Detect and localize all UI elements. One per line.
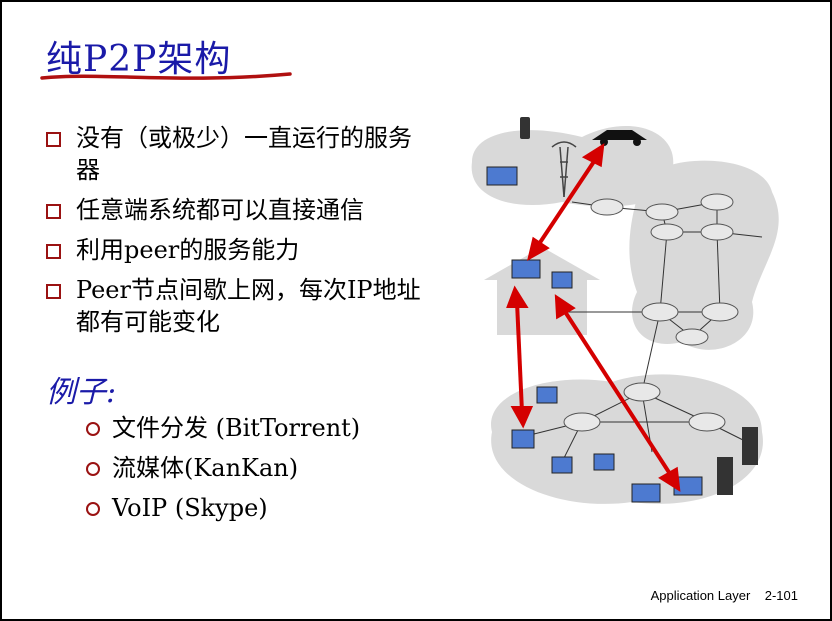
bullet-box-icon <box>46 284 61 299</box>
bullet-text: 利用peer的服务能力 <box>76 236 300 264</box>
example-item: 流媒体(KanKan) <box>86 452 360 492</box>
isp-cloud <box>629 160 779 350</box>
laptop-icon <box>551 271 573 289</box>
example-item: VoIP (Skype) <box>86 492 360 532</box>
cell-tower-icon <box>551 141 577 198</box>
bullet-box-icon <box>46 204 61 219</box>
server-icon <box>742 427 758 465</box>
mobile-network-cloud <box>471 125 674 207</box>
bullet-text: 没有（或极少）一直运行的服务器 <box>76 124 412 184</box>
title-underline <box>40 72 292 80</box>
footer: Application Layer 2-101 <box>651 588 798 603</box>
bullet-circle-icon <box>86 502 100 516</box>
bullet-item: 利用peer的服务能力 <box>42 234 432 266</box>
network-diagram <box>471 117 779 504</box>
car-icon <box>592 130 647 146</box>
smartphone-icon <box>520 117 530 139</box>
bullet-item: 没有（或极少）一直运行的服务器 <box>42 122 432 186</box>
laptop-icon <box>486 166 518 186</box>
bullet-circle-icon <box>86 462 100 476</box>
laptop-icon <box>631 483 661 503</box>
bullet-box-icon <box>46 244 61 259</box>
slide-title: 纯P2P架构 <box>46 39 232 80</box>
bullet-text: Peer节点间歇上网，每次IP地址都有可能变化 <box>76 276 421 336</box>
laptop-icon <box>536 386 558 404</box>
bullet-circle-icon <box>86 422 100 436</box>
bullet-box-icon <box>46 132 61 147</box>
examples-heading: 例子: <box>46 375 117 410</box>
page-number: 2-101 <box>764 588 798 603</box>
example-list: 文件分发 (BitTorrent) 流媒体(KanKan) VoIP (Skyp… <box>86 412 360 532</box>
example-text: VoIP (Skype) <box>112 494 268 522</box>
home-network <box>484 247 600 335</box>
example-text: 文件分发 (BitTorrent) <box>112 414 361 442</box>
laptop-icon <box>511 429 535 449</box>
laptop-icon <box>511 259 541 279</box>
laptop-icon <box>551 456 573 474</box>
laptop-icon <box>593 453 615 471</box>
bullet-text: 任意端系统都可以直接通信 <box>76 196 364 224</box>
bullet-item: 任意端系统都可以直接通信 <box>42 194 432 226</box>
footer-label: Application Layer <box>650 588 751 603</box>
example-text: 流媒体(KanKan) <box>112 454 299 482</box>
bullet-item: Peer节点间歇上网，每次IP地址都有可能变化 <box>42 274 432 338</box>
bullet-list: 没有（或极少）一直运行的服务器 任意端系统都可以直接通信 利用peer的服务能力… <box>42 122 432 346</box>
example-item: 文件分发 (BitTorrent) <box>86 412 360 452</box>
server-icon <box>717 457 733 495</box>
